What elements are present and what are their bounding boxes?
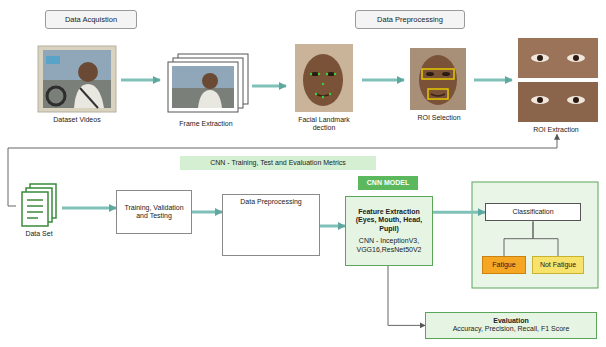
process-box: Training, Validation and Testing	[116, 190, 192, 234]
connector-line	[388, 266, 425, 325]
class-box: Not Fatigue	[532, 256, 584, 274]
process-box: EvaluationAccuracy, Precision, Recall, F…	[425, 312, 597, 339]
node-label: Feature Extraction (Eyes, Mouth, Head, P…	[350, 208, 428, 233]
section-header: Data Acquistion	[45, 10, 137, 29]
node-label: Classification	[490, 208, 576, 216]
process-box: Classification	[485, 203, 581, 221]
node-label: ROI Selection	[404, 114, 474, 122]
class-box: Fatigue	[482, 256, 526, 274]
frames-picture	[168, 54, 248, 112]
roi-selection-picture	[410, 48, 466, 110]
node-label: Data Set	[16, 230, 62, 238]
node-label: Evaluation	[430, 317, 592, 325]
picture-node: ROI Extraction	[512, 36, 600, 134]
node-label: Dataset Videos	[33, 116, 121, 124]
classification-panel	[472, 182, 598, 288]
node-label: Facial Landmark dection	[286, 116, 362, 133]
flow-arrow	[362, 79, 404, 82]
flow-arrow	[192, 211, 222, 214]
process-box: Data Preprocessing	[222, 194, 320, 256]
roi-extraction-picture	[518, 38, 598, 122]
picture-node: ROI Selection	[404, 46, 474, 122]
node-label: Data Acquistion	[50, 15, 132, 24]
document-icon	[22, 184, 56, 226]
node-label: Frame Extraction	[160, 120, 252, 128]
node-body: Accuracy, Precision, Recall, F1 Score	[430, 325, 592, 333]
picture-node: Dataset Videos	[33, 44, 121, 124]
node-body: CNN - InceptionV3, VGG16,ResNet50V2	[350, 237, 428, 254]
flow-arrow	[62, 207, 116, 210]
node-label: Training, Validation and Testing	[121, 204, 187, 221]
model-header: CNN MODEL	[358, 176, 418, 190]
node-label: ROI Extraction	[512, 126, 600, 134]
process-box: Feature Extraction (Eyes, Mouth, Head, P…	[345, 196, 433, 266]
section-header: Data Preprocessing	[355, 10, 465, 29]
connector-line	[504, 221, 533, 256]
stage-band: CNN - Training, Test and Evaluation Metr…	[180, 156, 376, 170]
node-label: Fatigue	[485, 261, 523, 269]
node-label: Not Fatigue	[535, 261, 581, 269]
video-picture	[38, 46, 116, 112]
connector-line	[533, 221, 558, 256]
flow-arrow	[252, 85, 286, 88]
node-label: CNN - Training, Test and Evaluation Metr…	[184, 159, 372, 167]
node-label: CNN MODEL	[360, 179, 416, 187]
node-label: Data Preprocessing	[226, 198, 316, 206]
dataset-node: Data Set	[16, 182, 62, 238]
picture-node: Frame Extraction	[160, 52, 252, 128]
flow-arrow	[474, 79, 512, 82]
landmark-picture	[295, 44, 353, 112]
node-label: Data Preprocessing	[360, 15, 460, 24]
flow-arrow	[320, 225, 345, 228]
flow-arrow	[433, 211, 485, 214]
flow-arrow	[121, 79, 160, 82]
picture-node: Facial Landmark dection	[286, 42, 362, 133]
